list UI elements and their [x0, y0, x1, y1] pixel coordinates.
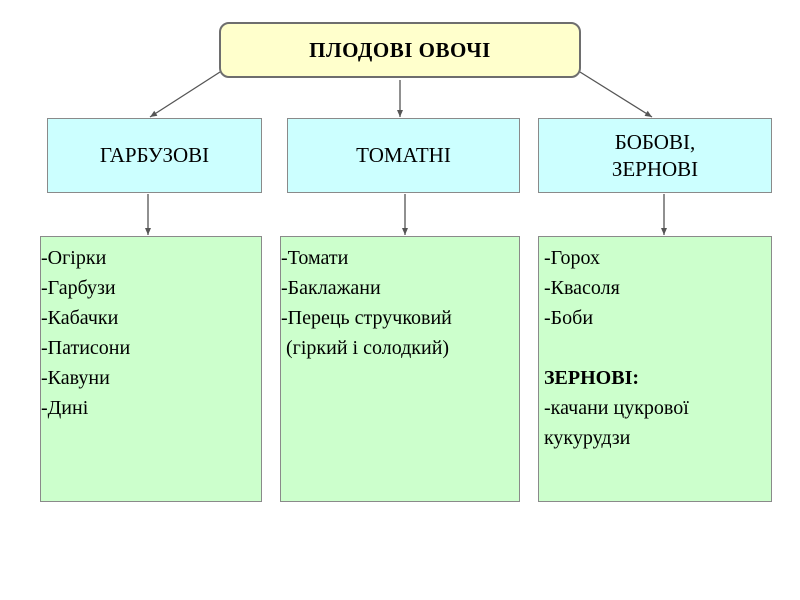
- list-spacer: [544, 333, 767, 363]
- list-item: -Баклажани: [281, 277, 381, 299]
- list-pumpkin: -Огірки -Гарбузи -Кабачки -Патисони -Кав…: [40, 236, 262, 502]
- list-item: -Боби: [544, 307, 594, 329]
- category-legumes-label-line2: ЗЕРНОВІ: [611, 156, 699, 181]
- list-item: -Кабачки: [41, 307, 119, 329]
- list-item: кукурудзи: [544, 427, 631, 449]
- list-item: -Кавуни: [41, 367, 110, 389]
- list-item: -качани цукрової: [544, 397, 689, 419]
- category-tomato: ТОМАТНІ: [287, 118, 520, 193]
- list-tomato: -Томати -Баклажани -Перець стручковий (г…: [280, 236, 520, 502]
- category-legumes-grain: БОБОВІ, ЗЕРНОВІ: [538, 118, 772, 193]
- list-item: -Квасоля: [544, 277, 620, 299]
- list-item: -Дині: [41, 397, 89, 419]
- list-item: -Огірки: [41, 247, 107, 269]
- category-pumpkin-label: ГАРБУЗОВІ: [99, 143, 210, 167]
- category-legumes-label-line1: БОБОВІ,: [614, 129, 696, 154]
- connector-root-to-legumes: [579, 71, 653, 118]
- category-tomato-label: ТОМАТНІ: [356, 143, 451, 167]
- root-node: ПЛОДОВІ ОВОЧІ: [219, 22, 581, 78]
- connector-root-to-pumpkin: [149, 71, 221, 118]
- list-item: -Перець стручковий: [281, 307, 452, 329]
- list-item: -Гарбузи: [41, 277, 116, 299]
- list-item: (гіркий і солодкий): [281, 337, 450, 359]
- list-item: -Томати: [281, 247, 349, 269]
- category-pumpkin: ГАРБУЗОВІ: [47, 118, 262, 193]
- grain-heading: ЗЕРНОВІ:: [544, 367, 640, 389]
- list-item: -Горох: [544, 247, 600, 269]
- root-label: ПЛОДОВІ ОВОЧІ: [309, 37, 491, 62]
- list-legumes-grain: -Горох -Квасоля -Боби ЗЕРНОВІ: -качани ц…: [538, 236, 772, 502]
- list-item: -Патисони: [41, 337, 131, 359]
